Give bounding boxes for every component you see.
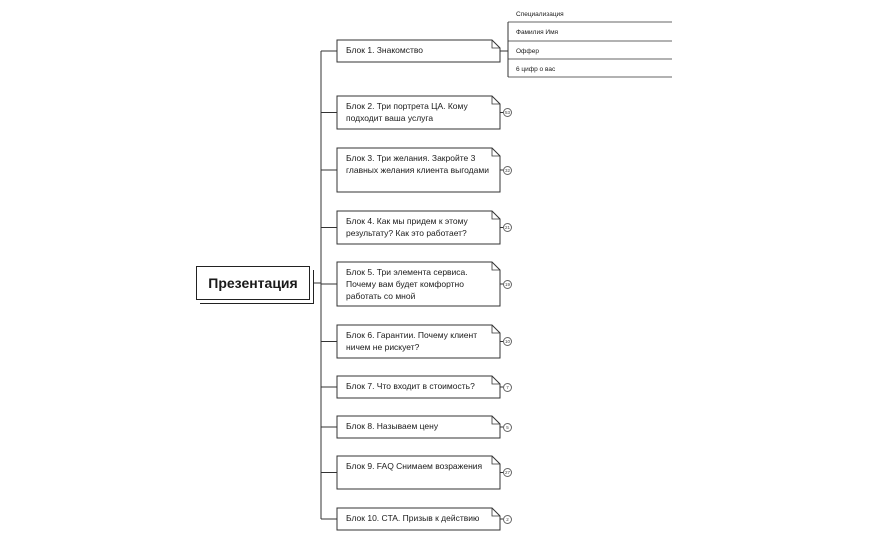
topic-count-badge: 53	[503, 108, 512, 117]
topic-block-10[interactable]: Блок 10. CTA. Призыв к действию	[337, 508, 500, 530]
topic-frame	[336, 95, 501, 130]
topic-count-badge: 19	[503, 280, 512, 289]
topic-count-badge: 7	[503, 383, 512, 392]
topic-block-label: Блок 3. Три желания. Закройте 3 главных …	[346, 153, 489, 175]
topic-frame	[336, 375, 501, 399]
page-fold-icon	[491, 262, 500, 271]
topic-block-label: Блок 10. CTA. Призыв к действию	[346, 513, 480, 523]
topic-frame	[336, 210, 501, 245]
topic-count-badge: 10	[503, 337, 512, 346]
topic-block-label: Блок 4. Как мы придем к этому результату…	[346, 216, 468, 238]
topic-frame	[336, 415, 501, 439]
page-fold-icon	[491, 40, 500, 49]
topic-frame	[336, 507, 501, 531]
subtopic-offer[interactable]: Оффер	[516, 48, 539, 55]
topic-block-label: Блок 8. Называем цену	[346, 421, 439, 431]
topic-block-8[interactable]: Блок 8. Называем цену	[337, 416, 500, 438]
topic-block-9[interactable]: Блок 9. FAQ Снимаем возражения	[337, 456, 500, 489]
topic-block-label: Блок 7. Что входит в стоимость?	[346, 381, 475, 391]
page-fold-icon	[491, 325, 500, 334]
topic-block-label: Блок 5. Три элемента сервиса. Почему вам…	[346, 267, 468, 301]
page-fold-icon	[491, 416, 500, 425]
root-node[interactable]: Презентация	[196, 266, 310, 300]
root-node-label: Презентация	[208, 275, 298, 291]
page-fold-icon	[491, 376, 500, 385]
page-fold-icon	[491, 211, 500, 220]
topic-count-badge: 5	[503, 423, 512, 432]
topic-block-6[interactable]: Блок 6. Гарантии. Почему клиент ничем не…	[337, 325, 500, 358]
topic-block-1[interactable]: Блок 1. Знакомство	[337, 40, 500, 62]
topic-count-badge: 32	[503, 166, 512, 175]
subtopic-specialization[interactable]: Специализация	[516, 11, 564, 18]
topic-count-badge: 27	[503, 468, 512, 477]
topic-block-2[interactable]: Блок 2. Три портрета ЦА. Кому подходит в…	[337, 96, 500, 129]
topic-frame	[336, 147, 501, 193]
topic-block-7[interactable]: Блок 7. Что входит в стоимость?	[337, 376, 500, 398]
topic-block-label: Блок 2. Три портрета ЦА. Кому подходит в…	[346, 101, 468, 123]
topic-frame	[336, 261, 501, 307]
topic-frame	[336, 39, 501, 63]
topic-block-label: Блок 6. Гарантии. Почему клиент ничем не…	[346, 330, 478, 352]
topic-block-4[interactable]: Блок 4. Как мы придем к этому результату…	[337, 211, 500, 244]
topic-block-label: Блок 1. Знакомство	[346, 45, 424, 55]
topic-count-badge: 2	[503, 515, 512, 524]
subtopic-name[interactable]: Фамилия Имя	[516, 29, 559, 36]
page-fold-icon	[491, 456, 500, 465]
page-fold-icon	[491, 148, 500, 157]
topic-block-label: Блок 9. FAQ Снимаем возражения	[346, 461, 483, 471]
page-fold-icon	[491, 96, 500, 105]
topic-block-5[interactable]: Блок 5. Три элемента сервиса. Почему вам…	[337, 262, 500, 306]
topic-frame	[336, 455, 501, 490]
topic-frame	[336, 324, 501, 359]
topic-count-badge: 21	[503, 223, 512, 232]
topic-block-3[interactable]: Блок 3. Три желания. Закройте 3 главных …	[337, 148, 500, 192]
page-fold-icon	[491, 508, 500, 517]
subtopic-facts[interactable]: 6 цифр о вас	[516, 66, 556, 73]
